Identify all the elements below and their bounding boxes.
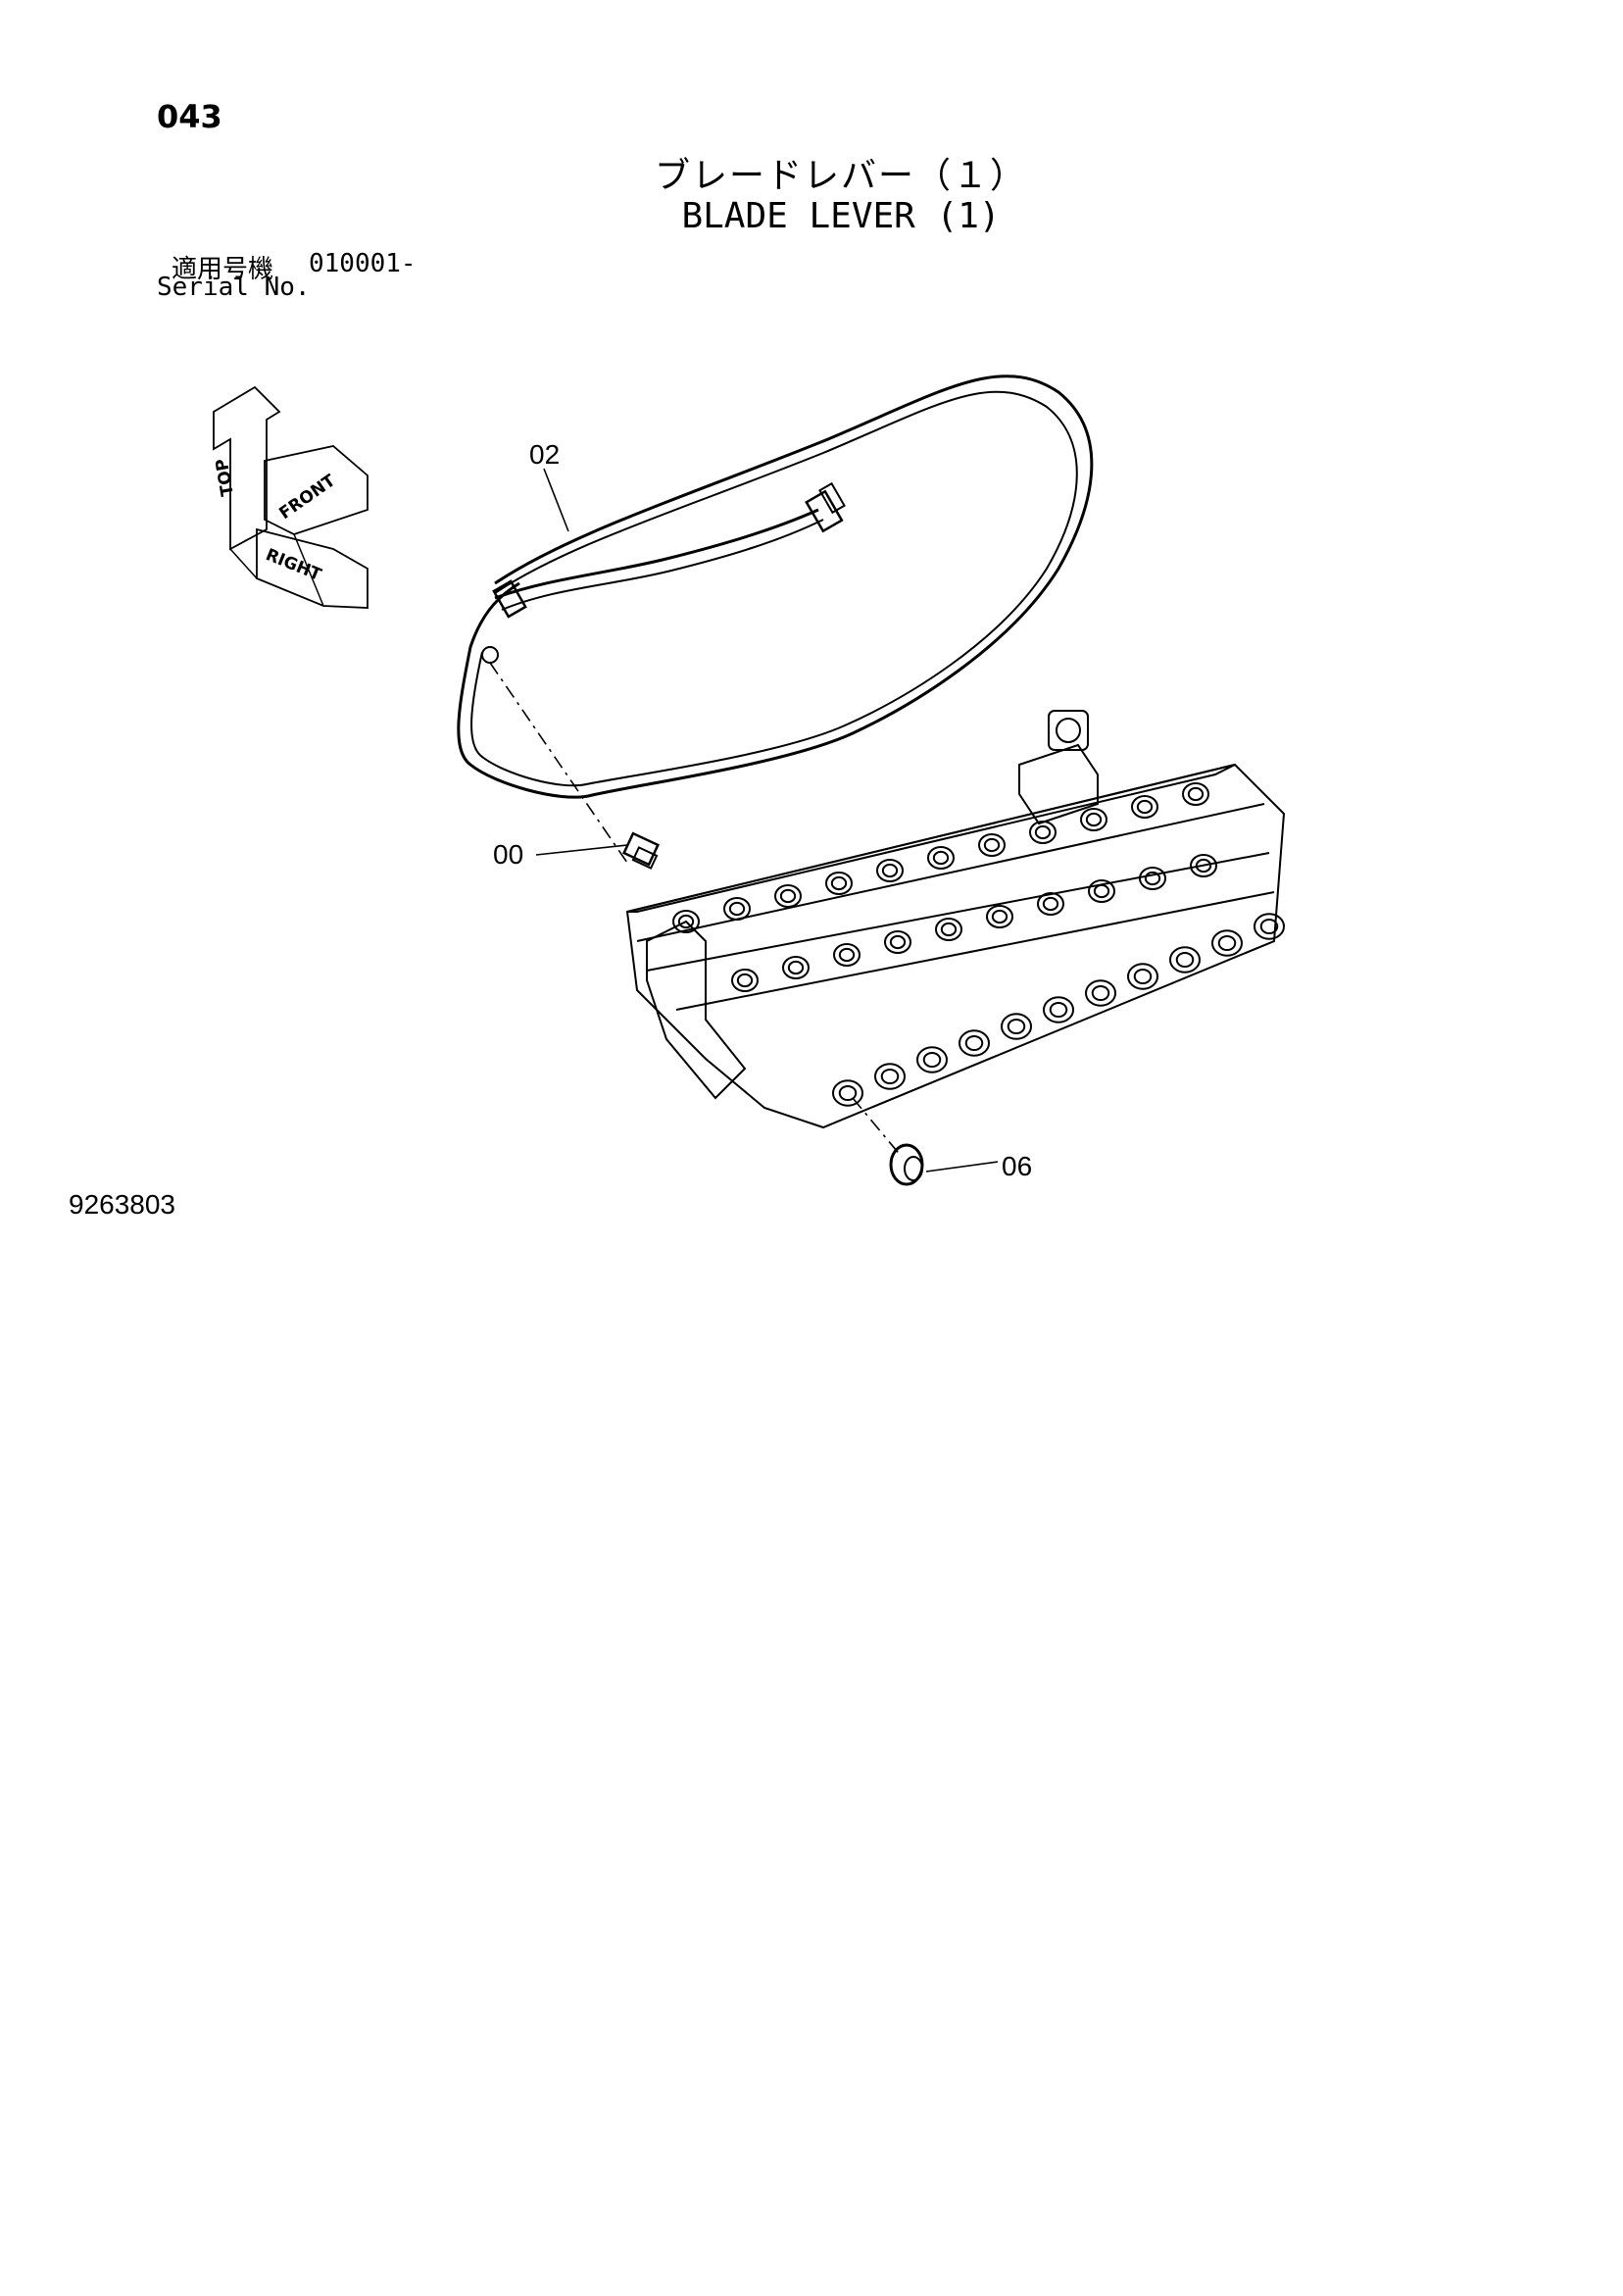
valve-port-ring: [825, 871, 853, 896]
valve-port-ring: [672, 909, 700, 934]
valve-port-bore: [880, 1068, 900, 1085]
valve-port-ring: [774, 883, 802, 909]
valve-port-ring: [884, 929, 911, 955]
valve-port-bore: [1136, 799, 1154, 815]
top-label: TOP: [213, 457, 238, 497]
callout-00-leader: [535, 844, 628, 856]
valve-port-ring: [1131, 794, 1158, 820]
valve-port-bore: [1217, 934, 1237, 952]
valve-port-ring: [782, 955, 810, 980]
orientation-axes-icon: TOP FRONT RIGHT: [213, 385, 369, 609]
valve-port-ring: [1254, 913, 1285, 940]
part-06-alignment-line: [852, 1097, 903, 1158]
valve-port-bore: [940, 922, 958, 937]
front-arrow-icon: [264, 445, 369, 535]
valve-port-bore: [983, 837, 1001, 853]
callout-00: 00: [493, 839, 524, 870]
valve-port-bore: [1175, 951, 1195, 969]
valve-port-bore: [1034, 824, 1052, 840]
plug-part-06: [889, 1143, 924, 1186]
valve-port-bore: [922, 1051, 942, 1069]
valve-port-ring: [978, 832, 1006, 858]
valve-port-bore: [881, 863, 899, 878]
valve-port-bore: [838, 947, 856, 963]
valve-port-bore: [889, 934, 907, 950]
valve-port-ring: [1001, 1013, 1032, 1040]
valve-port-ring: [986, 904, 1013, 929]
valve-port-bore: [1133, 968, 1153, 985]
valve-port-ring: [1043, 996, 1074, 1023]
front-label: FRONT: [275, 471, 339, 524]
callout-06-leader: [925, 1161, 999, 1173]
callout-06: 06: [1002, 1151, 1033, 1181]
valve-port-ring: [1211, 929, 1243, 957]
page-number: 043: [157, 98, 222, 135]
valve-port-bore: [838, 1084, 858, 1102]
valve-port-bore: [964, 1034, 984, 1052]
valve-port-ring: [1085, 979, 1116, 1007]
valve-port-bore: [677, 914, 695, 929]
valve-port-bore: [1091, 984, 1110, 1002]
valve-port-ring: [723, 896, 751, 922]
valve-port-bore: [1085, 812, 1103, 827]
valve-port-ring: [916, 1046, 948, 1073]
valve-port-ring: [1190, 853, 1217, 878]
valve-port-ring: [1182, 781, 1209, 807]
valve-port-bore: [991, 909, 1008, 924]
valve-port-ring: [959, 1029, 990, 1057]
hose-assembly: [457, 374, 1094, 864]
page-title-japanese: ブレードレバー（１）: [654, 156, 1027, 196]
valve-port-ring: [1139, 866, 1166, 891]
serial-number-value: 010001-: [309, 249, 417, 278]
valve-port-ring: [833, 942, 861, 968]
valve-port-bore: [1042, 896, 1059, 912]
valve-port-ring: [876, 858, 904, 883]
callout-02: 02: [529, 439, 561, 470]
valve-port-bore: [1187, 786, 1205, 802]
valve-port-bore: [1259, 918, 1279, 935]
valve-port-bore: [779, 888, 797, 904]
valve-port-bore: [1195, 858, 1212, 873]
valve-port-ring: [1169, 946, 1201, 973]
control-valve-block: [625, 710, 1286, 1129]
valve-port-ring: [832, 1079, 863, 1107]
serial-label-japanese: 適用号機: [172, 255, 274, 284]
valve-port-bore: [1049, 1001, 1068, 1019]
valve-port-ring: [927, 845, 955, 871]
valve-port-bore: [932, 850, 950, 866]
valve-port-ring: [731, 968, 759, 993]
valve-port-bore: [728, 901, 746, 917]
valve-port-ring: [1037, 891, 1064, 917]
valve-port-ring: [1029, 820, 1057, 845]
valve-port-bore: [1093, 883, 1110, 899]
serial-label-english: Serial No.: [157, 273, 311, 302]
callout-02-leader: [543, 468, 569, 532]
page-title-english: BLADE LEVER (1): [681, 196, 1001, 236]
top-arrow-icon: [213, 385, 281, 551]
drawing-number: 9263803: [69, 1189, 176, 1220]
valve-port-ring: [874, 1063, 906, 1090]
valve-port-bore: [787, 960, 805, 975]
valve-port-bore: [736, 973, 754, 988]
valve-port-ring: [1080, 807, 1107, 832]
valve-port-bore: [1007, 1018, 1026, 1035]
valve-port-bore: [830, 875, 848, 891]
valve-port-ring: [935, 917, 962, 942]
fitting-part-00: [622, 831, 660, 870]
valve-port-ring: [1088, 878, 1115, 904]
valve-port-bore: [1144, 871, 1161, 886]
valve-port-ring: [1127, 963, 1158, 990]
right-label: RIGHT: [263, 545, 324, 585]
